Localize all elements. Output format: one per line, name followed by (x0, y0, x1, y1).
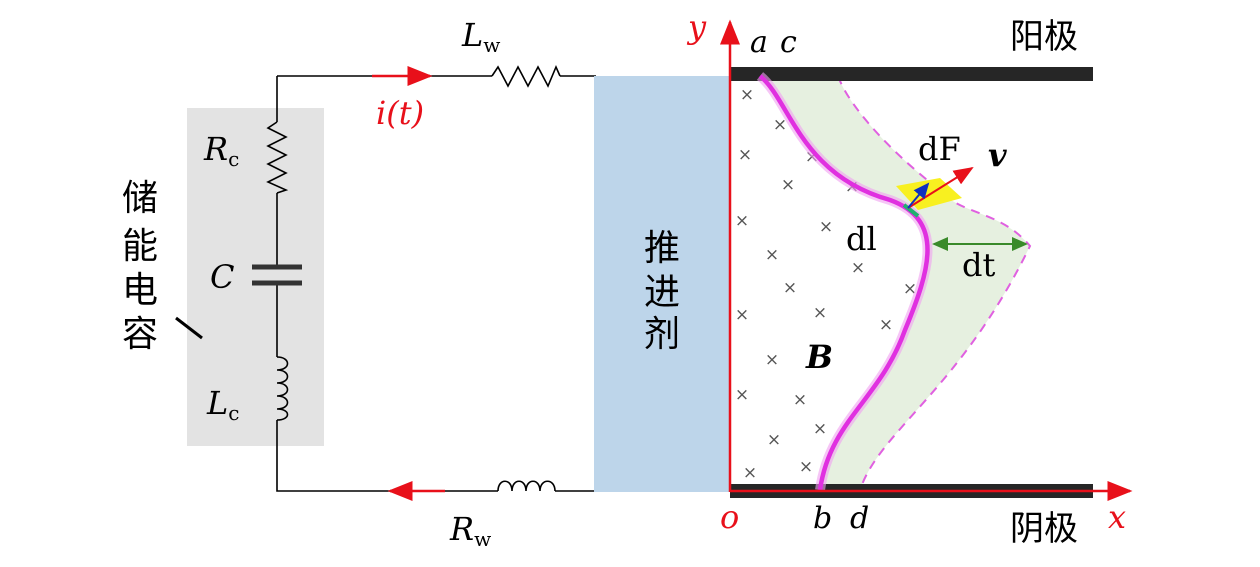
anode-plate (730, 67, 1093, 81)
svg-text:×: × (765, 350, 779, 370)
lc-inductor (276, 356, 289, 421)
capacitor-plates (252, 264, 302, 286)
svg-text:×: × (735, 305, 749, 325)
svg-text:进: 进 (644, 272, 680, 313)
origin-label: o (720, 498, 739, 536)
dashed-sheet (837, 75, 1032, 491)
b-field-crosses: × × × × × × × × × × × × × × × × × × × × … (735, 85, 917, 483)
svg-text:×: × (813, 419, 827, 439)
y-axis-label: y (686, 8, 707, 46)
svg-text:×: × (773, 115, 787, 135)
point-c-label: c (780, 25, 797, 60)
svg-text:×: × (735, 385, 749, 405)
svg-text:×: × (851, 258, 865, 278)
svg-text:×: × (819, 217, 833, 237)
cathode-label: 阴极 (1010, 509, 1078, 549)
svg-text:×: × (735, 211, 749, 231)
point-b-label: b (813, 501, 832, 536)
b-field-label: B (805, 338, 833, 376)
svg-text:×: × (813, 303, 827, 323)
capacitor-box (187, 108, 324, 446)
storage-cap-pointer (175, 316, 203, 340)
svg-text:容: 容 (122, 314, 158, 355)
svg-text:×: × (743, 463, 757, 483)
propellant-label: 推 进 剂 (644, 228, 680, 355)
c-label: C (210, 258, 234, 296)
svg-text:×: × (879, 315, 893, 335)
velocity-arrow (907, 166, 974, 209)
svg-text:×: × (740, 85, 754, 105)
propellant-block (594, 76, 730, 492)
svg-text:能: 能 (122, 226, 158, 267)
rc-resistor (266, 121, 289, 194)
df-label: dF (918, 130, 961, 168)
svg-text:×: × (793, 390, 807, 410)
lc-label: Lc (206, 384, 239, 425)
svg-text:推: 推 (644, 228, 680, 269)
svg-text:×: × (765, 245, 779, 265)
current-label: i(t) (376, 94, 424, 132)
point-a-label: a (750, 25, 768, 60)
lw-label: Lw (461, 16, 500, 57)
x-axis-label: x (1108, 498, 1126, 536)
dt-label: dt (962, 246, 995, 284)
point-d-label: d (850, 501, 869, 536)
dl-segment (902, 203, 920, 218)
lw-resistor (491, 64, 561, 88)
storage-cap-label: 储 能 电 容 (122, 178, 158, 355)
rc-label: Rc (203, 130, 239, 171)
svg-text:储: 储 (122, 178, 158, 219)
svg-text:×: × (783, 278, 797, 298)
rw-inductor (497, 480, 556, 492)
v-label: v (988, 136, 1007, 174)
force-arrow (907, 182, 930, 209)
anode-label: 阳极 (1010, 17, 1078, 57)
svg-text:×: × (781, 175, 795, 195)
plasma-sheet (758, 74, 930, 491)
svg-text:×: × (799, 457, 813, 477)
dl-label: dl (846, 220, 877, 258)
svg-text:剂: 剂 (644, 314, 680, 355)
circuit-wires (276, 75, 596, 492)
svg-text:×: × (738, 145, 752, 165)
rw-label: Rw (449, 510, 491, 551)
svg-text:×: × (767, 430, 781, 450)
current-sheet-shade (760, 76, 1030, 490)
svg-text:电: 电 (122, 270, 158, 311)
